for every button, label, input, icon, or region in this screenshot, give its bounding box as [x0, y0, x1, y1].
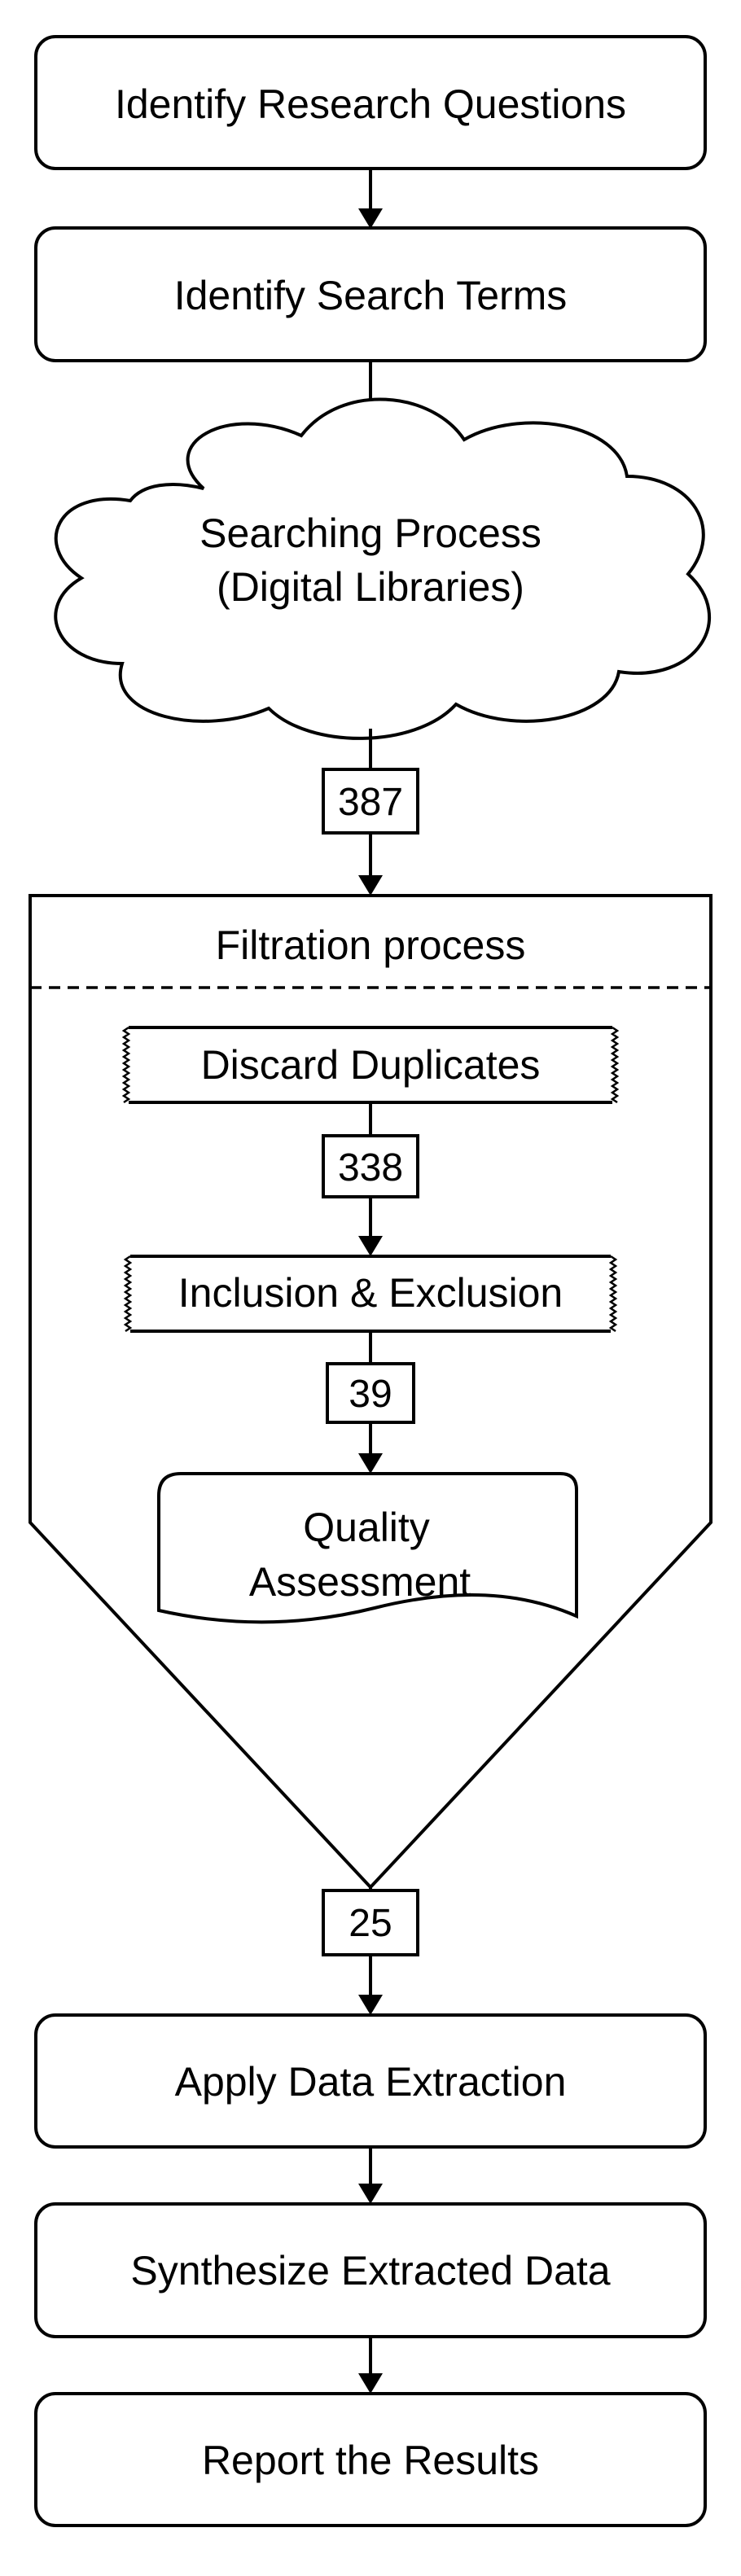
- quality-label-line1: Quality: [303, 1505, 430, 1550]
- identify-research-questions-label: Identify Research Questions: [115, 81, 626, 127]
- synthesize-extracted-data-label: Synthesize Extracted Data: [130, 2248, 610, 2293]
- discard-duplicates-label: Discard Duplicates: [201, 1042, 541, 1088]
- searching-process-cloud: Searching Process (Digital Libraries): [54, 397, 712, 740]
- discard-duplicates-box: Discard Duplicates: [121, 1026, 620, 1104]
- identify-research-questions-box: Identify Research Questions: [34, 35, 707, 170]
- inclusion-exclusion-label: Inclusion & Exclusion: [178, 1270, 563, 1316]
- arrow-head-1: [358, 208, 383, 229]
- synthesize-extracted-data-box: Synthesize Extracted Data: [34, 2202, 707, 2338]
- arrow-head-3: [358, 875, 383, 896]
- count-338-label: 338: [338, 1146, 403, 1189]
- count-39-label: 39: [349, 1373, 392, 1416]
- count-338-box: 338: [322, 1134, 419, 1198]
- apply-data-extraction-box: Apply Data Extraction: [34, 2013, 707, 2149]
- identify-search-terms-box: Identify Search Terms: [34, 226, 707, 362]
- arrow-head-8: [358, 2373, 383, 2394]
- identify-search-terms-label: Identify Search Terms: [174, 273, 568, 318]
- quality-assessment-box: Quality Assessment: [157, 1472, 578, 1624]
- arrow-head-7: [358, 2184, 383, 2204]
- filtration-title: Filtration process: [216, 922, 526, 968]
- arrow-head-6: [358, 1995, 383, 2015]
- count-25-label: 25: [349, 1902, 392, 1945]
- count-387-label: 387: [338, 781, 403, 824]
- count-25-box: 25: [322, 1889, 419, 1956]
- count-387-box: 387: [322, 768, 419, 835]
- searching-process-label-line2: (Digital Libraries): [217, 564, 524, 610]
- apply-data-extraction-label: Apply Data Extraction: [175, 2059, 567, 2105]
- searching-process-label-line1: Searching Process: [200, 510, 542, 556]
- arrow-head-5: [358, 1453, 383, 1474]
- inclusion-exclusion-box: Inclusion & Exclusion: [123, 1255, 618, 1333]
- quality-label-line2: Assessment: [249, 1559, 471, 1605]
- arrow-head-4: [358, 1236, 383, 1256]
- report-results-label: Report the Results: [202, 2438, 539, 2483]
- count-39-box: 39: [326, 1362, 415, 1424]
- report-results-box: Report the Results: [34, 2392, 707, 2527]
